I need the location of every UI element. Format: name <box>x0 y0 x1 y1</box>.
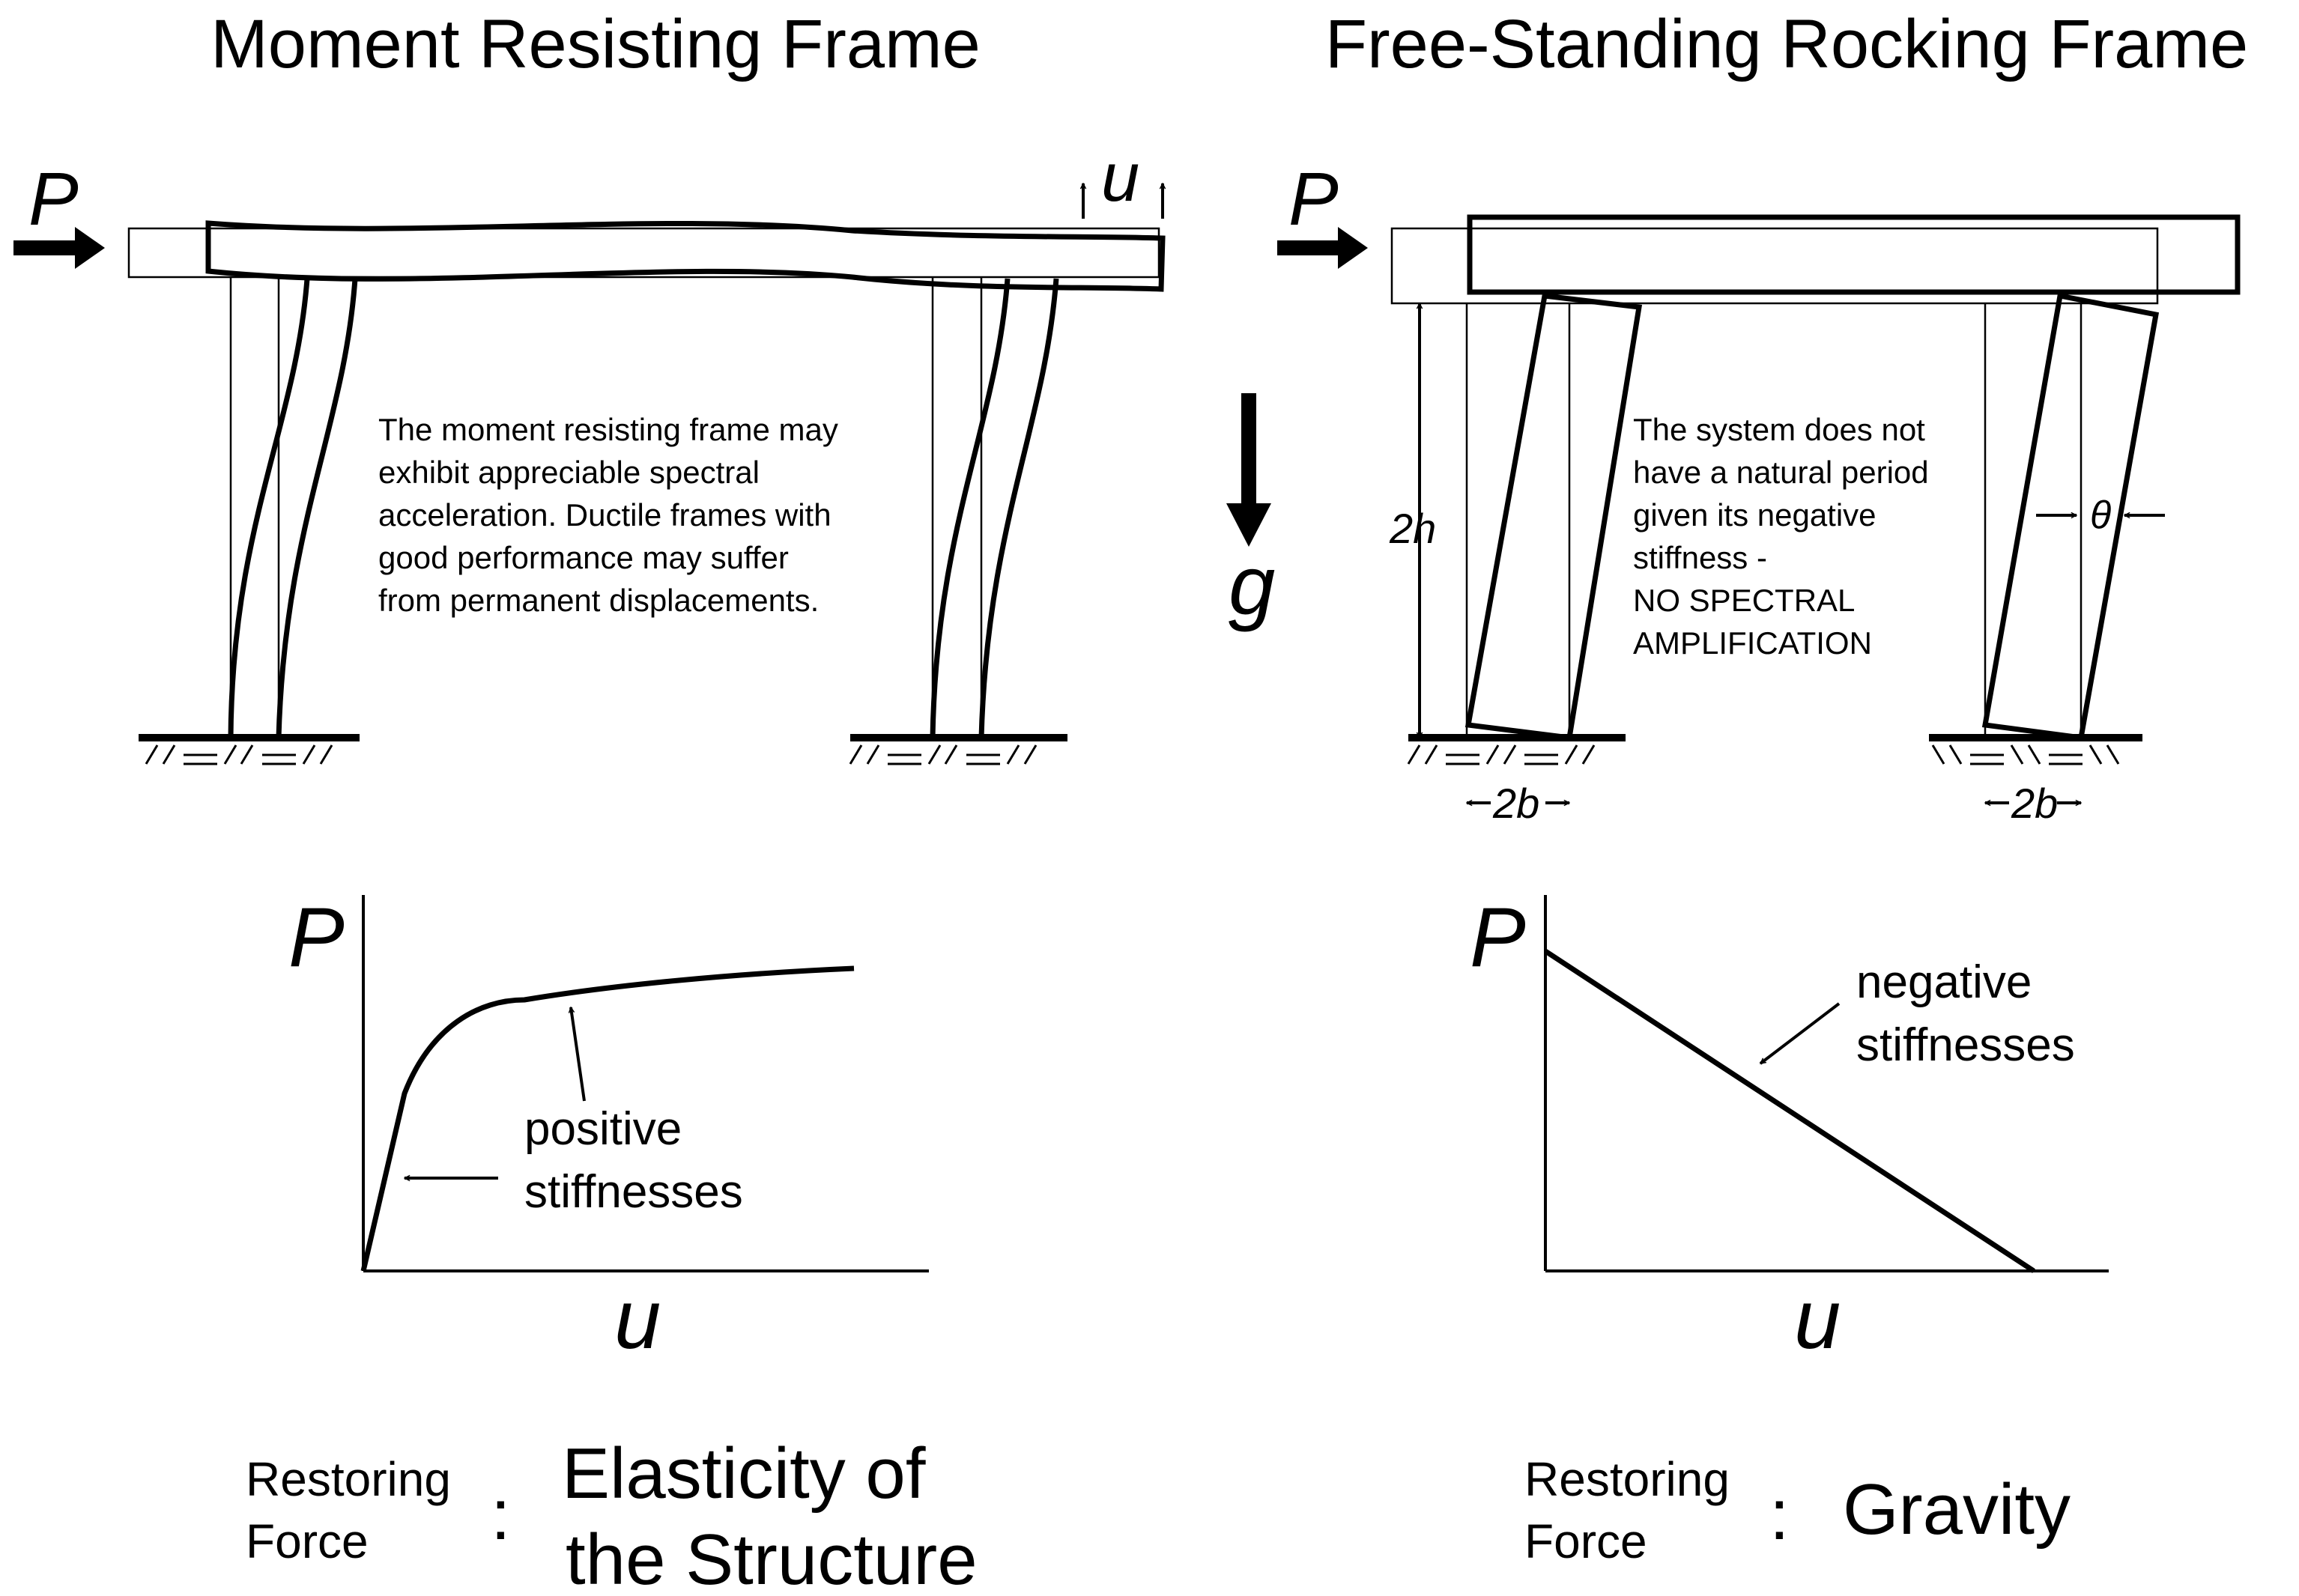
right-column-rocking-1 <box>1464 293 1643 741</box>
left-restoring-value-1: Elasticity of <box>562 1433 926 1514</box>
right-restoring-value-1: Gravity <box>1843 1469 2071 1550</box>
right-title: Free-Standing Rocking Frame <box>1325 6 2248 82</box>
width-label-left: 2b <box>1492 780 1539 827</box>
right-note-line-5: NO SPECTRAL <box>1633 583 1855 618</box>
left-restoring-label-1: Restoring <box>246 1452 451 1506</box>
right-note-line-1: The system does not <box>1633 412 1925 447</box>
left-note-line-2: exhibit appreciable spectral <box>378 455 760 490</box>
right-restoring-colon: : <box>1769 1475 1790 1555</box>
right-beam-undeformed <box>1390 227 2159 305</box>
left-note-line-4: good performance may suffer <box>378 540 789 575</box>
right-graph-pointer <box>1760 1002 1841 1065</box>
right-graph: P u negative stiffnesses <box>1470 890 2109 1366</box>
right-graph-y-label: P <box>1470 890 1526 984</box>
left-note-line-5: from permanent displacements. <box>378 583 819 618</box>
right-graph-line <box>1544 949 2035 1273</box>
right-load-label: P <box>1288 157 1339 241</box>
left-load-arrow <box>13 227 105 269</box>
left-beam-deformed <box>205 220 1166 292</box>
left-beam-undeformed <box>127 227 1160 279</box>
right-note-line-4: stiffness - <box>1633 540 1767 575</box>
right-graph-annotation-2: stiffnesses <box>1856 1019 2075 1071</box>
right-note-line-6: AMPLIFICATION <box>1633 625 1872 661</box>
left-title: Moment Resisting Frame <box>210 6 981 82</box>
width-label-right: 2b <box>2011 780 2058 827</box>
left-note-line-3: acceleration. Ductile frames with <box>378 497 832 532</box>
angle-label: θ <box>2090 494 2111 537</box>
right-beam-displaced <box>1467 214 2241 295</box>
height-label: 2h <box>1389 505 1436 552</box>
left-restoring-colon: : <box>491 1475 511 1555</box>
gravity-arrow <box>1226 393 1271 547</box>
right-note-line-3: given its negative <box>1633 497 1877 532</box>
right-restoring-label-1: Restoring <box>1524 1452 1730 1506</box>
left-column-deformed-2b <box>978 278 1059 738</box>
right-note-line-2: have a natural period <box>1633 455 1929 490</box>
left-graph-annotation-2: stiffnesses <box>524 1166 743 1218</box>
right-panel: Free-Standing Rocking Frame P g 2h θ <box>1226 6 2248 1568</box>
left-load-label: P <box>28 157 79 241</box>
left-restoring-value-2: the Structure <box>566 1520 978 1596</box>
left-disp-label: u <box>1101 139 1139 216</box>
left-panel: Moment Resisting Frame P u <box>13 6 1163 1596</box>
left-column-deformed-1a <box>228 278 310 738</box>
left-column-deformed-2a <box>930 278 1011 738</box>
left-note-line-1: The moment resisting frame may <box>378 412 838 447</box>
left-graph-y-label: P <box>288 890 345 984</box>
left-support-1 <box>139 734 360 765</box>
right-note: The system does not have a natural perio… <box>1633 412 1929 661</box>
right-restoring-force: Restoring Force : Gravity <box>1524 1452 2071 1568</box>
left-restoring-label-2: Force <box>246 1514 369 1568</box>
right-restoring-label-2: Force <box>1524 1514 1647 1568</box>
left-graph-annotation-1: positive <box>524 1103 682 1155</box>
right-graph-x-label: u <box>1794 1272 1841 1366</box>
right-support-2 <box>1929 734 2142 765</box>
right-support-1 <box>1407 734 1626 765</box>
left-column-deformed-1b <box>276 278 358 738</box>
left-note: The moment resisting frame may exhibit a… <box>378 412 838 618</box>
gravity-label: g <box>1229 538 1275 632</box>
left-graph-curve <box>360 965 855 1272</box>
left-support-2 <box>849 734 1067 765</box>
left-restoring-force: Restoring Force : Elasticity of the Stru… <box>246 1433 978 1596</box>
right-graph-annotation-1: negative <box>1856 956 2032 1008</box>
left-graph-pointer-up <box>571 1007 586 1102</box>
left-graph-x-label: u <box>614 1272 661 1366</box>
right-load-arrow <box>1277 227 1368 269</box>
left-graph: P u positive stiffnesses <box>288 890 929 1366</box>
